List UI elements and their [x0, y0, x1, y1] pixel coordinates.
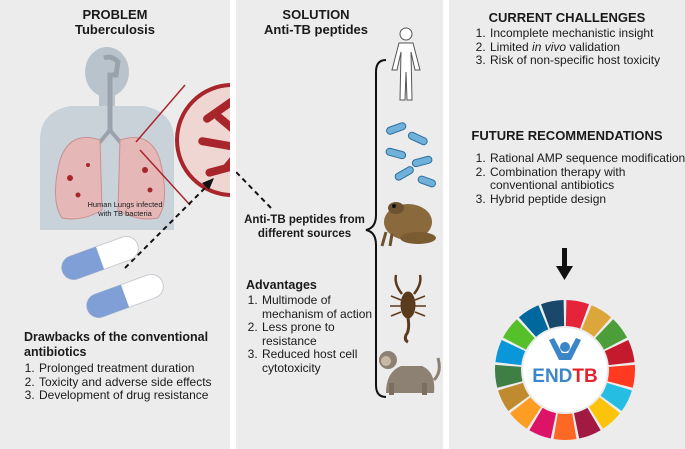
- logo-word-tb: TB: [572, 366, 597, 387]
- problem-heading: PROBLEM: [82, 7, 148, 22]
- solution-subheading: Anti-TB peptides: [264, 22, 368, 37]
- recommendation-item: Combination therapy with conventional an…: [489, 165, 685, 193]
- logo-word-end: END: [532, 366, 572, 387]
- wheel-segment: [600, 382, 632, 412]
- wheel-segment: [553, 413, 577, 440]
- advantage-item: Multimode of mechanism of action: [261, 293, 389, 321]
- wheel-segment: [588, 397, 621, 429]
- down-arrow-icon: [556, 248, 573, 280]
- advantage-item: Less prone to resistance: [261, 320, 389, 348]
- wheel-segment: [565, 300, 589, 329]
- challenge-text: validation: [566, 39, 621, 54]
- dashed-arrow: [124, 184, 209, 269]
- endtb-illustration: ENDTB: [495, 248, 635, 440]
- outlook-panel: CURRENT CHALLENGES Incomplete mechanisti…: [449, 0, 685, 449]
- lungs-caption: Human Lungs infected with TB bacteria: [87, 200, 163, 218]
- challenge-italic: in vivo: [532, 39, 567, 54]
- wheel-segment: [509, 397, 542, 429]
- recommendation-item: Rational AMP sequence modification: [489, 151, 685, 166]
- wheel-segment: [607, 364, 635, 388]
- bracket: [365, 59, 387, 398]
- lungs-icon: [55, 137, 165, 220]
- wheel-segment: [573, 407, 601, 439]
- drawbacks-title: Drawbacks of the conventional antibiotic…: [24, 330, 209, 359]
- dashed-arrow: [236, 171, 272, 209]
- drawbacks-list: Prolonged treatment duration Toxicity an…: [18, 361, 248, 403]
- wheel-segment: [541, 300, 565, 329]
- advantages-title: Advantages: [246, 278, 317, 292]
- wheel-segment: [595, 319, 628, 350]
- drawback-item: Development of drug resistance: [38, 388, 248, 403]
- solution-illustration: [236, 27, 441, 398]
- wheel-segment: [498, 382, 530, 412]
- drawback-item: Prolonged treatment duration: [38, 361, 248, 376]
- challenges-list: Incomplete mechanistic insight Limited i…: [469, 26, 685, 68]
- problem-subheading: Tuberculosis: [75, 22, 155, 37]
- problem-panel: PROBLEM Tuberculosis: [0, 0, 230, 449]
- challenge-text: Limited: [490, 39, 533, 54]
- advantage-item: Reduced host cell cytotoxicity: [261, 347, 389, 375]
- recommendations-list: Rational AMP sequence modification Combi…: [469, 151, 685, 207]
- challenge-item: Incomplete mechanistic insight: [489, 26, 685, 41]
- endtb-wheel-icon: [495, 300, 635, 440]
- recommendations-heading: FUTURE RECOMMENDATIONS: [471, 128, 663, 143]
- challenges-heading: CURRENT CHALLENGES: [488, 10, 646, 25]
- antibiotic-pills-icon: [61, 235, 164, 319]
- drawback-item: Toxicity and adverse side effects: [38, 375, 248, 390]
- wheel-center: [523, 328, 607, 412]
- person-raised-arms-icon: [549, 338, 581, 360]
- wheel-segment: [502, 319, 535, 350]
- wheel-segment: [518, 305, 549, 337]
- zoom-line: [135, 84, 186, 143]
- sources-label: Anti-TB peptides from different sources: [244, 214, 365, 240]
- human-figure-icon: [391, 27, 421, 101]
- tb-bacteria-icon: [175, 83, 230, 197]
- scorpion-icon: [390, 274, 426, 344]
- problem-illustration: [40, 47, 230, 319]
- solution-heading: SOLUTION: [282, 7, 350, 22]
- wheel-segment: [604, 340, 635, 366]
- wheel-segment: [529, 407, 557, 439]
- solution-panel: SOLUTION Anti-TB peptides: [236, 0, 443, 449]
- endtb-logo-text: ENDTB: [532, 366, 597, 387]
- advantages-list: Multimode of mechanism of action Less pr…: [241, 293, 389, 375]
- recommendation-item: Hybrid peptide design: [489, 192, 685, 207]
- bacteria-source-icon: [385, 122, 436, 188]
- challenge-item: Risk of non-specific host toxicity: [489, 53, 685, 68]
- challenge-item: Limited in vivo validation: [489, 39, 685, 55]
- zoom-line: [139, 149, 191, 206]
- frog-icon: [380, 202, 436, 247]
- wheel-segment: [581, 305, 612, 337]
- wheel-segment: [495, 364, 523, 388]
- monkey-icon: [379, 351, 441, 395]
- wheel-segment: [495, 340, 526, 366]
